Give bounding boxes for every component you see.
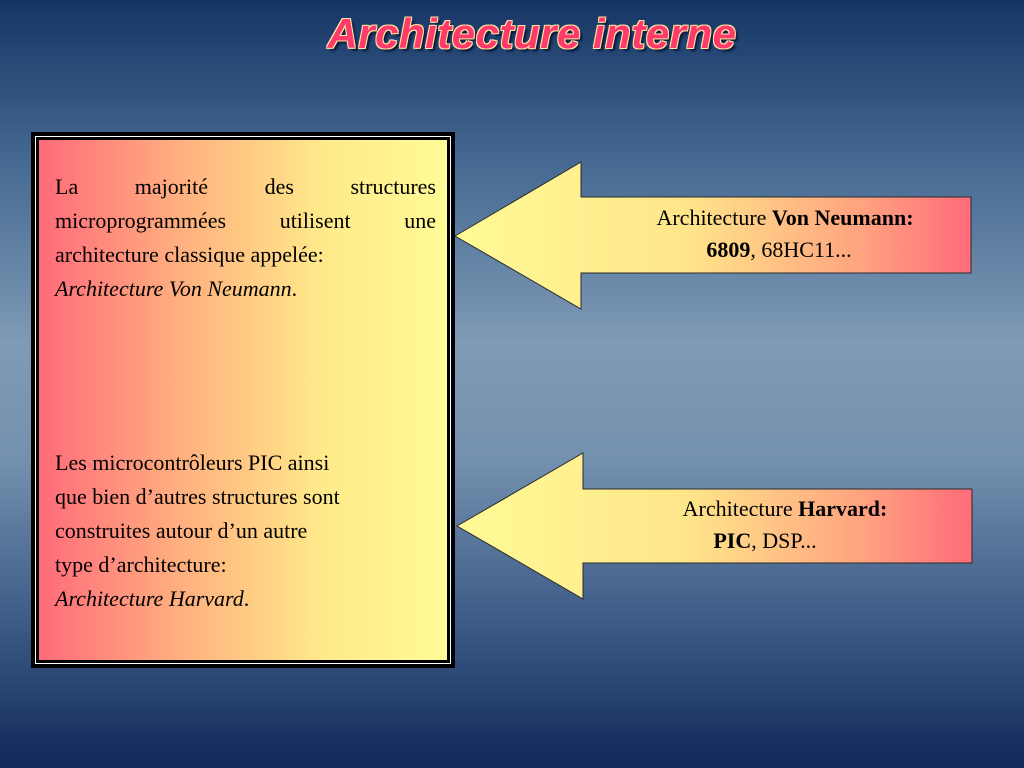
panel-border: La majorité des structures microprogramm… <box>35 136 451 664</box>
harvard-line1: Architecture Harvard: <box>682 496 888 521</box>
para2-line2: que bien d’autres structures sont <box>55 484 340 509</box>
von-neumann-paragraph: La majorité des structures microprogramm… <box>55 170 436 306</box>
von-neumann-label: Architecture Von Neumann: 6809, 68HC11..… <box>600 202 970 266</box>
para1-tail: . <box>291 276 298 301</box>
para1-emphasis: Architecture Von Neumann <box>55 276 292 301</box>
harvard-label: Architecture Harvard: PIC, DSP... <box>600 493 970 557</box>
panel-gradient: La majorité des structures microprogramm… <box>38 139 448 661</box>
von-neumann-line1: Architecture Von Neumann: <box>656 205 914 230</box>
harvard-line2: PIC, DSP... <box>713 528 817 553</box>
para2-emphasis: Architecture Harvard <box>55 586 244 611</box>
para2-tail: . <box>243 586 250 611</box>
harvard-paragraph: Les microcontrôleurs PIC ainsi que bien … <box>55 446 436 616</box>
slide-title: Architecture interne <box>327 10 737 57</box>
para2-line1: Les microcontrôleurs PIC ainsi <box>55 450 330 475</box>
para2-line3: construites autour d’un autre <box>55 518 308 543</box>
left-text-panel: La majorité des structures microprogramm… <box>31 132 455 668</box>
para1-text: La majorité des structures microprogramm… <box>55 174 436 267</box>
para2-line4: type d’architecture: <box>55 552 227 577</box>
von-neumann-line2: 6809, 68HC11... <box>706 237 852 262</box>
